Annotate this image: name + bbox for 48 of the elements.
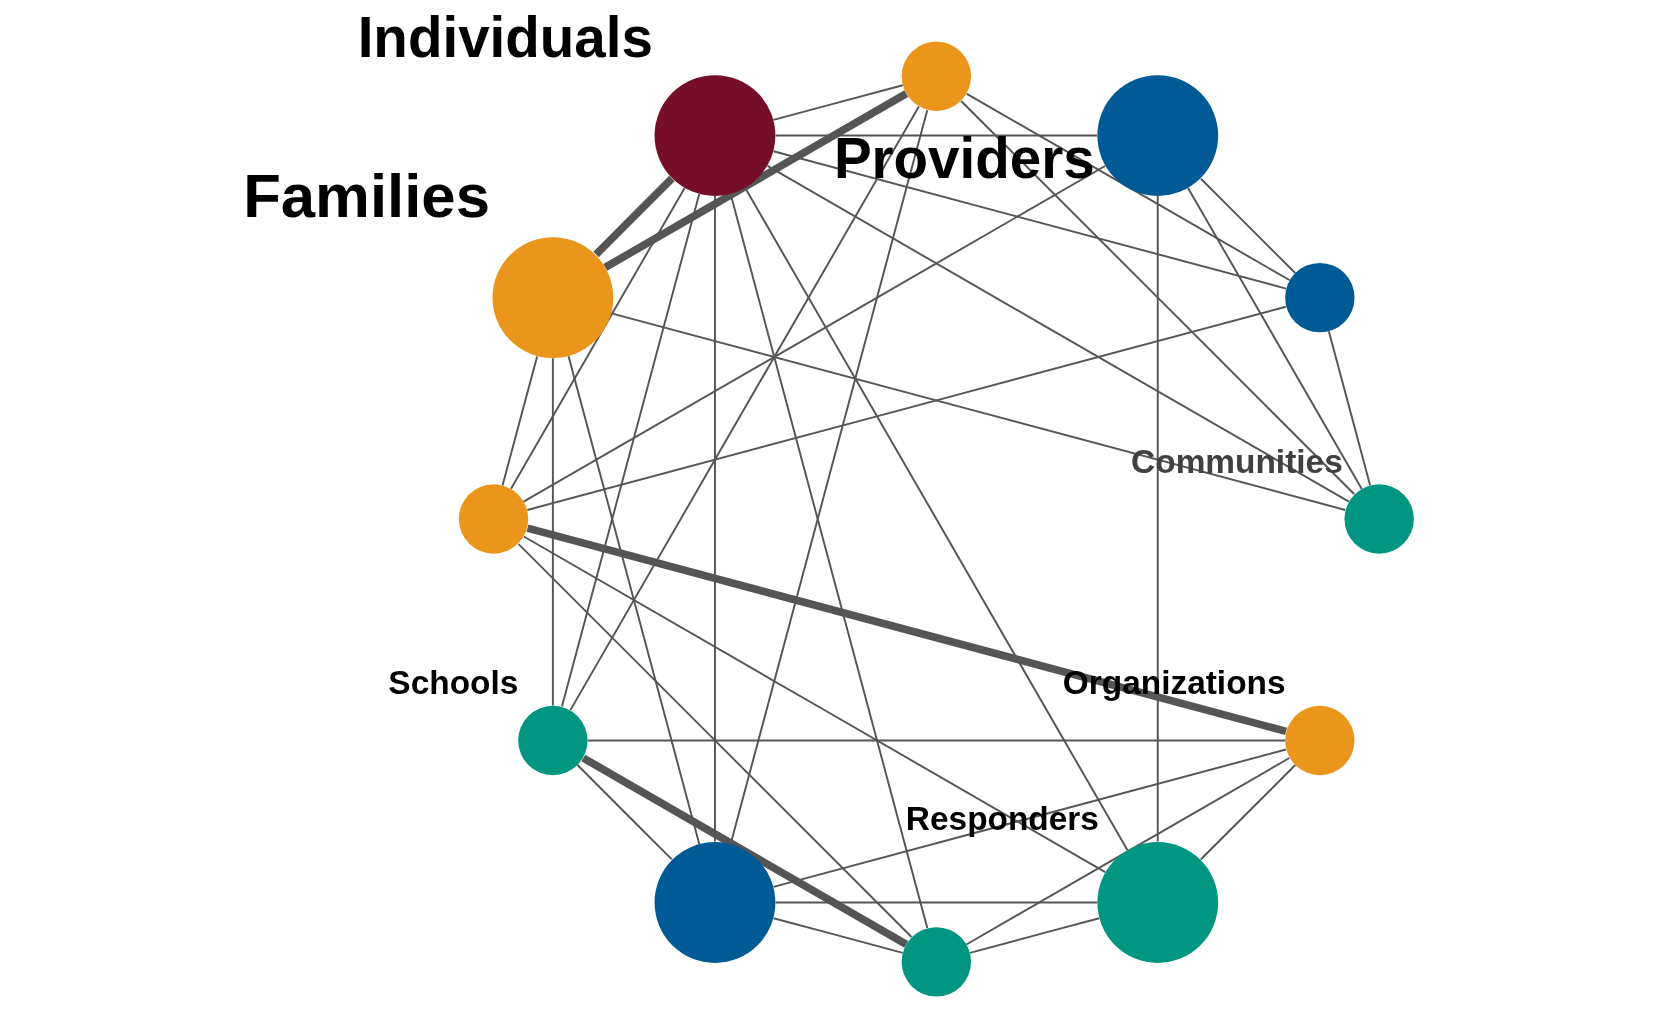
connector bbox=[586, 739, 1286, 742]
connector bbox=[602, 90, 908, 271]
connector bbox=[522, 165, 1106, 503]
node-label: Individuals bbox=[357, 6, 653, 70]
connector bbox=[772, 84, 904, 121]
node-circle bbox=[491, 237, 613, 359]
connector bbox=[713, 195, 716, 843]
node-circle bbox=[517, 705, 588, 776]
connector bbox=[774, 901, 1098, 904]
connector bbox=[772, 917, 904, 954]
node-circle bbox=[1096, 842, 1218, 963]
node-circle bbox=[654, 75, 775, 196]
connector bbox=[959, 100, 1355, 495]
connector bbox=[567, 355, 700, 845]
node-circle bbox=[1096, 75, 1218, 196]
connector bbox=[525, 305, 1287, 511]
connector bbox=[743, 187, 1128, 851]
node-circle bbox=[1284, 705, 1355, 776]
node-circle bbox=[654, 842, 775, 963]
connector bbox=[551, 357, 554, 707]
node-circle bbox=[901, 927, 971, 997]
connector bbox=[766, 164, 1350, 503]
node-circle bbox=[901, 41, 971, 111]
node-circle bbox=[458, 484, 528, 554]
connector bbox=[1199, 764, 1296, 861]
node-circle bbox=[1284, 262, 1355, 333]
connector bbox=[968, 917, 1100, 954]
connector bbox=[568, 105, 920, 712]
connector bbox=[509, 187, 686, 490]
connector bbox=[517, 543, 912, 938]
connector bbox=[610, 312, 1346, 511]
connector bbox=[580, 754, 908, 948]
connector bbox=[964, 757, 1290, 946]
connector bbox=[1156, 195, 1159, 843]
connector bbox=[772, 748, 1287, 888]
connector bbox=[1199, 177, 1296, 274]
connector bbox=[1327, 330, 1371, 487]
connector bbox=[1186, 186, 1363, 490]
node-circle bbox=[1343, 484, 1414, 554]
node-label: Families bbox=[242, 161, 490, 231]
connector bbox=[522, 535, 1106, 874]
connector bbox=[501, 355, 538, 487]
connector bbox=[965, 92, 1291, 282]
node-label: Schools bbox=[387, 663, 518, 701]
connector bbox=[592, 175, 675, 258]
connector bbox=[560, 193, 700, 708]
connector bbox=[526, 524, 1287, 736]
connector bbox=[576, 764, 673, 861]
